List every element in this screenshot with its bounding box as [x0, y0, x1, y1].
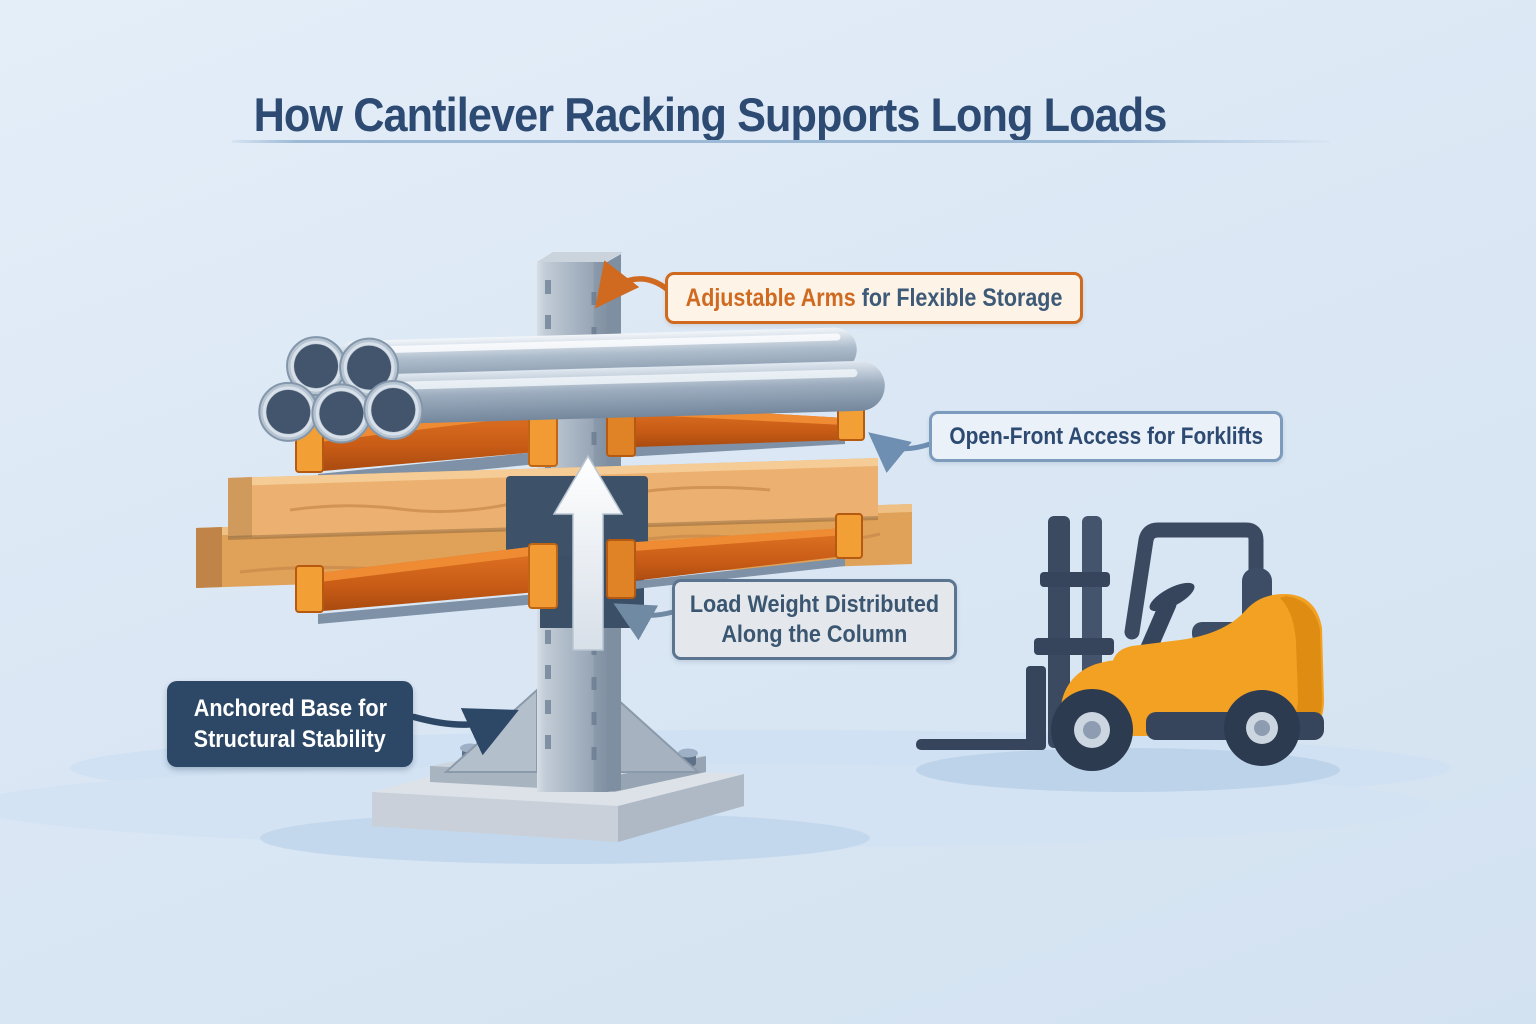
forklift-overhead-guard: [1124, 522, 1264, 640]
forklift-forks: [916, 666, 1046, 750]
steel-pipes-load: [258, 327, 885, 444]
arm-bracket-bottom-right: [606, 539, 636, 599]
forklift-body-shade: [1270, 596, 1322, 734]
page-title: How Cantilever Racking Supports Long Loa…: [253, 88, 1168, 142]
base-gusset-left: [443, 687, 538, 773]
forklift-wheel-rear: [1224, 690, 1300, 766]
forklift-wheel-front: [1051, 689, 1133, 771]
anchored-base-label: Anchored Base for Structural Stability: [167, 681, 413, 767]
forklift: [916, 516, 1324, 771]
title-divider: [232, 140, 1330, 143]
open-front-access-label-text: Open-Front Access for Forklifts: [949, 422, 1263, 450]
adjustable-arms-label-rest: for Flexible Storage: [855, 283, 1063, 312]
cantilever-arm-bottom-right: [607, 513, 863, 592]
arm-bracket-bottom-left: [528, 543, 558, 609]
arm-end-stop: [835, 513, 863, 559]
anchored-base-callout-arrow-icon: [410, 708, 519, 756]
open-front-callout-arrow-icon: [868, 432, 933, 474]
cantilever-arm-bottom-left: [295, 546, 537, 624]
anchored-base-label-line1: Anchored Base for: [193, 694, 387, 722]
anchored-base-label-line2: Structural Stability: [193, 726, 387, 753]
open-front-access-label: Open-Front Access for Forklifts: [929, 411, 1283, 462]
forklift-steering: [1139, 582, 1195, 659]
load-weight-label-line1: Load Weight Distributed: [689, 590, 940, 618]
arm-end-stop: [295, 565, 324, 613]
pipe-ends: [258, 336, 424, 444]
load-weight-label: Load Weight Distributed Along the Column: [672, 579, 957, 660]
adjustable-arms-label: Adjustable Arms for Flexible Storage: [665, 272, 1083, 324]
load-weight-label-line2: Along the Column: [721, 620, 908, 648]
adjustable-arms-callout-arrow-icon: [594, 260, 671, 309]
adjustable-arms-label-highlight: Adjustable Arms: [685, 283, 856, 312]
load-direction-up-arrow-icon: [552, 454, 624, 651]
load-weight-callout-arrow-icon: [613, 603, 676, 641]
